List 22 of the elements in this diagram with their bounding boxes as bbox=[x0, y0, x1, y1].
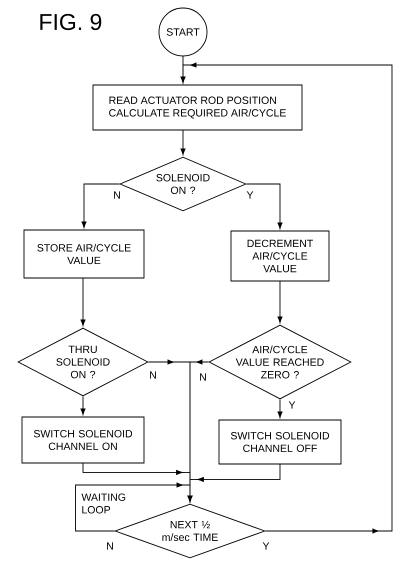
edge-label: N bbox=[107, 542, 113, 550]
process-box: READ ACTUATOR ROD POSITION CALCULATE REQUIRED AIR/CYCLE bbox=[92, 84, 302, 130]
arrow bbox=[82, 184, 120, 228]
arrow bbox=[180, 62, 392, 534]
arrow bbox=[246, 184, 282, 229]
arrow bbox=[278, 399, 282, 418]
edge-label: Y bbox=[262, 542, 270, 550]
process-box: SWITCH SOLENOID CHANNEL ON bbox=[22, 416, 144, 464]
edge-label: Y bbox=[246, 191, 254, 199]
edge-label: N bbox=[200, 373, 206, 381]
arrow bbox=[180, 130, 186, 155]
arrow bbox=[80, 396, 86, 415]
edge-label: N bbox=[114, 191, 120, 199]
edge-label: N bbox=[150, 371, 156, 379]
process-box: SWITCH SOLENOID CHANNEL OFF bbox=[218, 420, 342, 464]
edge-label: Y bbox=[288, 401, 296, 409]
process-box: DECREMENT AIR/CYCLE VALUE bbox=[230, 230, 330, 282]
arrow bbox=[80, 278, 86, 326]
figure-title: FIG. 9 bbox=[40, 14, 102, 30]
process-box: STORE AIR/CYCLE VALUE bbox=[24, 230, 144, 278]
arrow bbox=[278, 281, 282, 323]
arrow bbox=[75, 482, 192, 532]
